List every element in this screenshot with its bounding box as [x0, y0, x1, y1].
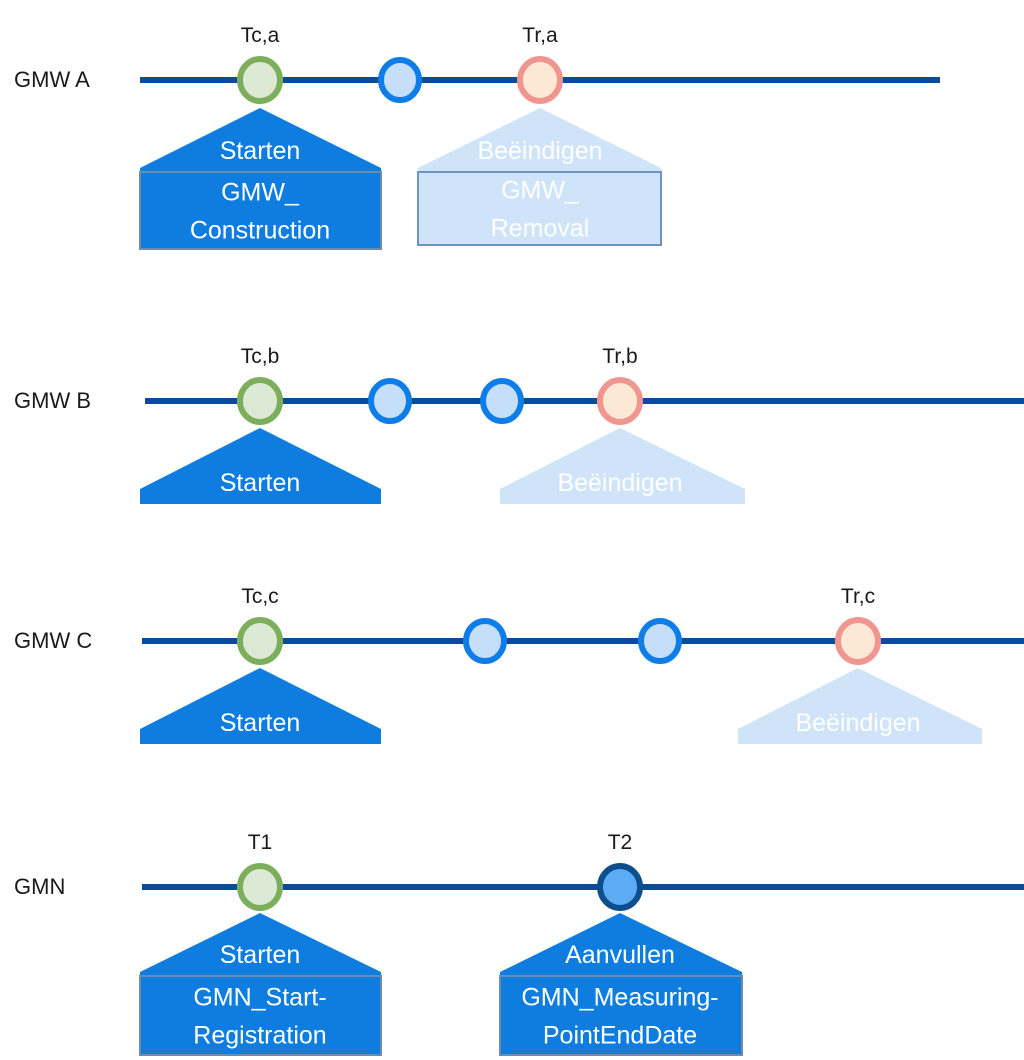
- event-pentagon-gmw-a-starten[interactable]: [140, 108, 381, 172]
- event-gmw-c-starten[interactable]: Starten: [140, 668, 381, 744]
- event-title-gmw-c-starten: Starten: [220, 709, 301, 737]
- marker-gmw-c-tr[interactable]: [835, 617, 881, 665]
- event-box-gmw-a-starten[interactable]: [139, 171, 382, 250]
- event-title-gmn-starten: Starten: [220, 941, 301, 969]
- event-title-gmn-aanvullen: Aanvullen: [565, 941, 675, 969]
- row-label-gmw-b: GMW B: [14, 388, 91, 413]
- marker-gmw-c-tc[interactable]: [237, 617, 283, 665]
- tick-label-gmw-c-tc: Tc,c: [241, 585, 278, 608]
- event-box-gmn-starten[interactable]: [139, 975, 382, 1056]
- tick-label-gmn-t1: T1: [248, 831, 273, 854]
- marker-gmn-t1[interactable]: [237, 863, 283, 911]
- tick-label-gmw-b-tr: Tr,b: [602, 345, 637, 368]
- marker-gmw-a-tr[interactable]: [517, 56, 563, 104]
- event-title-gmw-a-beeindigen: Beëindigen: [477, 137, 602, 165]
- tick-label-gmw-b-tc: Tc,b: [241, 345, 280, 368]
- event-box-gmn-aanvullen[interactable]: [499, 975, 743, 1056]
- event-title-gmw-a-starten: Starten: [220, 137, 301, 165]
- marker-gmw-c-m1[interactable]: [463, 618, 507, 664]
- marker-gmw-b-m1[interactable]: [368, 378, 412, 424]
- event-gmw-b-beeindigen[interactable]: Beëindigen: [500, 428, 745, 504]
- event-box-line-gmn-starten-0: GMN_Start-: [193, 984, 326, 1012]
- event-gmw-b-starten[interactable]: Starten: [140, 428, 381, 504]
- timeline-row-gmw-b: GMW B Starten Beëindigen Tc,b Tr,b: [14, 345, 1024, 504]
- event-pentagon-gmw-b-starten[interactable]: [140, 428, 381, 504]
- event-box-line-gmn-starten-1: Registration: [193, 1022, 326, 1050]
- tick-label-gmw-a-tr: Tr,a: [522, 24, 558, 47]
- marker-gmw-a-tc[interactable]: [237, 56, 283, 104]
- marker-gmw-a-mid[interactable]: [378, 57, 422, 103]
- marker-gmw-b-tr[interactable]: [597, 377, 643, 425]
- event-pentagon-gmw-c-beeindigen[interactable]: [738, 668, 982, 744]
- event-pentagon-gmw-a-beeindigen[interactable]: [418, 108, 661, 172]
- event-title-gmw-b-starten: Starten: [220, 469, 301, 497]
- row-label-gmw-c: GMW C: [14, 628, 92, 653]
- event-title-gmw-b-beeindigen: Beëindigen: [557, 469, 682, 497]
- marker-gmn-t2[interactable]: [597, 863, 643, 911]
- marker-gmw-c-m2[interactable]: [638, 618, 682, 664]
- event-box-line-gmw-a-beeindigen-0: GMW_: [501, 177, 580, 205]
- event-box-line-gmw-a-beeindigen-1: Removal: [491, 215, 590, 243]
- event-title-gmw-c-beeindigen: Beëindigen: [795, 709, 920, 737]
- event-box-line-gmw-a-starten-1: Construction: [190, 217, 330, 245]
- event-box-gmw-a-beeindigen[interactable]: [417, 171, 662, 246]
- event-pentagon-gmn-starten[interactable]: [140, 913, 381, 976]
- marker-gmw-b-tc[interactable]: [237, 377, 283, 425]
- tick-label-gmn-t2: T2: [608, 831, 633, 854]
- event-pentagon-gmn-aanvullen[interactable]: [500, 913, 742, 976]
- row-label-gmn: GMN: [14, 874, 65, 899]
- event-box-line-gmw-a-starten-0: GMW_: [221, 179, 300, 207]
- marker-gmw-b-m2[interactable]: [480, 378, 524, 424]
- tick-label-gmw-c-tr: Tr,c: [841, 585, 875, 608]
- timeline-row-gmw-c: GMW C Starten Beëindigen Tc,c Tr,c: [14, 585, 1024, 744]
- event-gmw-c-beeindigen[interactable]: Beëindigen: [738, 668, 982, 744]
- row-label-gmw-a: GMW A: [14, 67, 90, 92]
- event-gmn-aanvullen[interactable]: Aanvullen...GMN_Measuring-PointEndDate: [499, 913, 743, 1056]
- event-pentagon-gmw-c-starten[interactable]: [140, 668, 381, 744]
- event-box-line-gmn-aanvullen-0: GMN_Measuring-: [521, 984, 718, 1012]
- event-box-line-gmn-aanvullen-1: PointEndDate: [543, 1022, 697, 1050]
- event-pentagon-gmw-b-beeindigen[interactable]: [500, 428, 745, 504]
- tick-label-gmw-a-tc: Tc,a: [241, 24, 280, 47]
